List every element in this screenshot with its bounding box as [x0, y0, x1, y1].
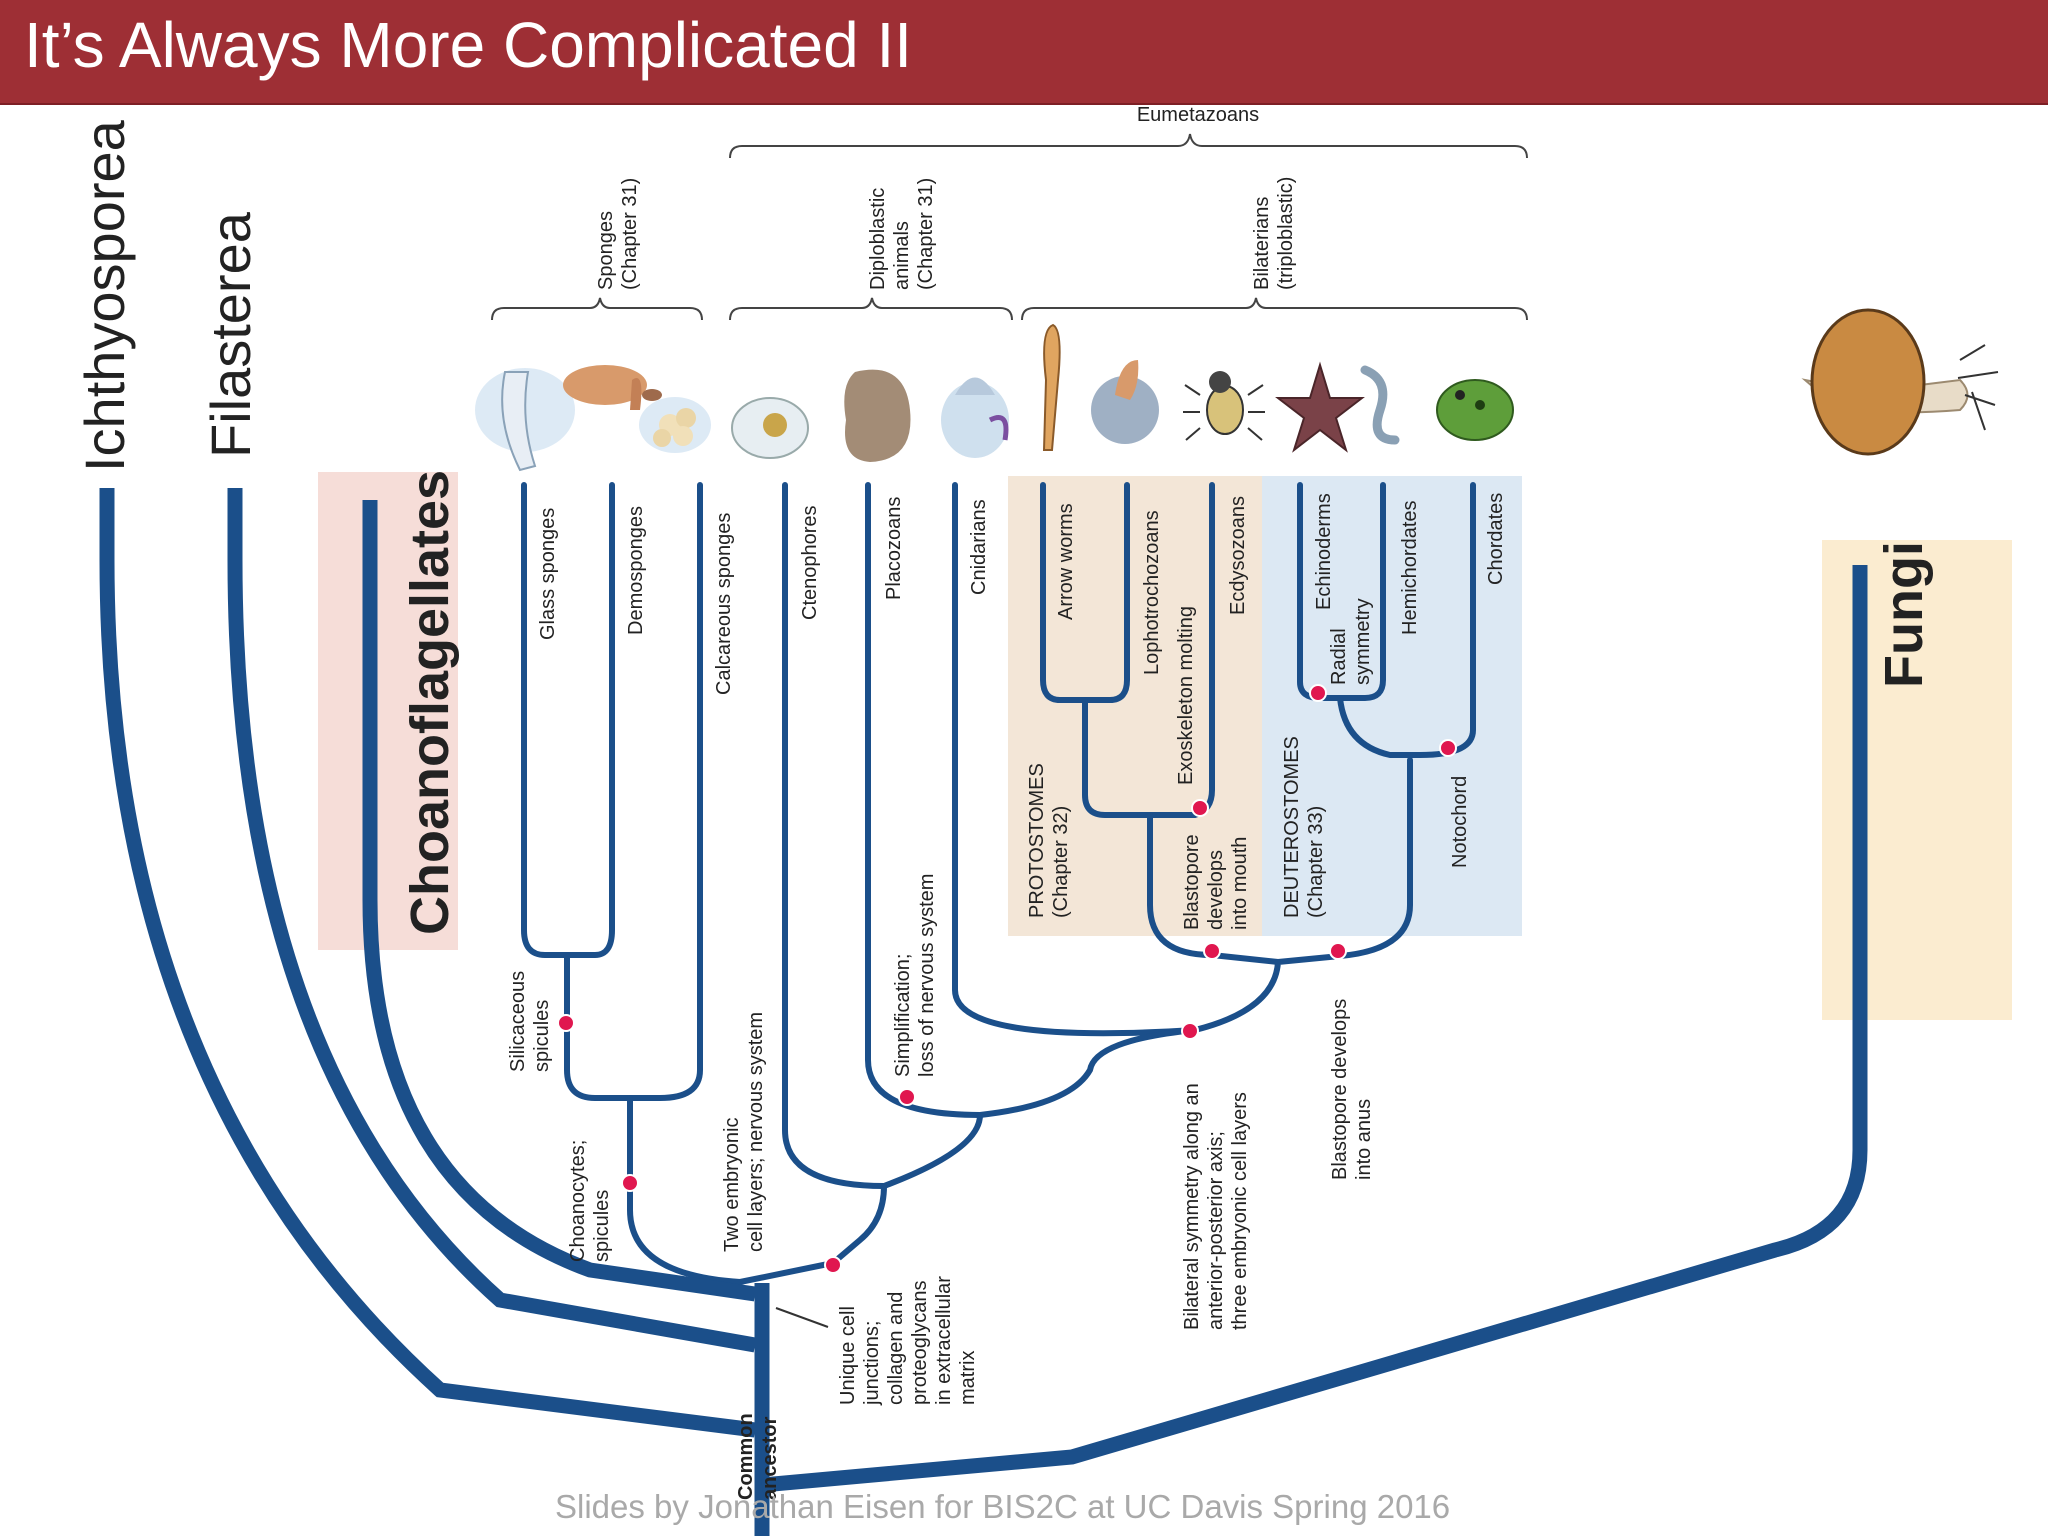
- trait-blastopore-anus-1: Blastopore develops: [1329, 999, 1351, 1180]
- title-bar: It’s Always More Complicated II: [0, 0, 2048, 105]
- diploblastic-chapter: (Chapter 31): [915, 178, 937, 290]
- trait-bilateral-1: Bilateral symmetry along an: [1181, 1083, 1203, 1330]
- choanoflagellates-box: [318, 472, 458, 950]
- dot-silicaceous: [557, 1014, 575, 1032]
- taxon-glass-sponges: Glass sponges: [537, 508, 559, 640]
- dot-two-layers: [824, 1256, 842, 1274]
- trait-choanocytes-2: spicules: [591, 1190, 613, 1262]
- dot-blastopore-anus: [1329, 942, 1347, 960]
- trait-bilateral-2: anterior-posterior axis;: [1205, 1131, 1227, 1330]
- ecdysozoan-icon: [1183, 371, 1265, 441]
- mushroom-icon: [1801, 308, 1999, 456]
- calcareous-sponge-icon: [639, 397, 711, 453]
- trait-blastopore-mouth-2: develops: [1205, 850, 1227, 930]
- protostomes-box: [1008, 476, 1262, 936]
- lophotrochozoan-icon: [1091, 360, 1159, 444]
- organism-illustrations: [475, 308, 1999, 472]
- taxon-demosponges: Demosponges: [625, 506, 647, 635]
- choanoflagellates-label: Choanoflagellates: [400, 470, 460, 935]
- slide-footer: Slides by Jonathan Eisen for BIS2C at UC…: [555, 1488, 1451, 1525]
- taxon-chordates: Chordates: [1485, 493, 1507, 585]
- trait-two-layers-1: Two embryonic: [721, 1118, 743, 1253]
- trait-unique-4: proteoglycans: [909, 1280, 931, 1405]
- trait-unique-1: Unique cell: [837, 1306, 859, 1405]
- hemichordate-icon: [1360, 365, 1400, 445]
- trait-choanocytes-1: Choanocytes;: [567, 1140, 589, 1262]
- filasterea-branch: [227, 488, 757, 1353]
- trait-radial-2: symmetry: [1352, 598, 1374, 685]
- ichthyosporea-branch: [99, 488, 756, 1438]
- taxon-ctenophores: Ctenophores: [799, 505, 821, 620]
- trait-blastopore-mouth-3: into mouth: [1229, 837, 1251, 930]
- common-ancestor-pointer: [775, 1307, 829, 1328]
- diploblastic-animals: animals: [891, 221, 913, 290]
- filasterea-label: Filasterea: [199, 211, 262, 458]
- deuterostomes-box: [1262, 476, 1522, 936]
- trait-simplification-2: loss of nervous system: [916, 874, 938, 1077]
- protostomes-label: PROTOSTOMES: [1026, 763, 1048, 918]
- fungi-branch: [761, 565, 1868, 1493]
- arrow-worm-icon: [1042, 323, 1061, 451]
- trait-notochord: Notochord: [1449, 776, 1471, 868]
- dot-simplification: [898, 1088, 916, 1106]
- taxon-cnidarians: Cnidarians: [968, 499, 990, 595]
- trait-silicaceous-1: Silicaceous: [507, 971, 529, 1072]
- outgroup-branches: [99, 488, 1868, 1536]
- eumetazoans-bracket: [729, 133, 1528, 159]
- taxon-lophotrochozoans: Lophotrochozoans: [1141, 510, 1163, 675]
- trait-unique-5: in extracellular: [933, 1276, 955, 1405]
- taxon-ecdysozoans: Ecdysozoans: [1227, 496, 1249, 615]
- deuterostomes-chapter: (Chapter 33): [1305, 806, 1327, 918]
- sponges-label: Sponges: [595, 211, 617, 290]
- placozoan-icon: [844, 369, 911, 462]
- taxon-placozoans: Placozoans: [883, 497, 905, 600]
- trait-blastopore-anus-2: into anus: [1353, 1099, 1375, 1180]
- choanoflagellates-branch: [362, 500, 757, 1302]
- bilaterians-triploblastic: (triploblastic): [1275, 177, 1297, 290]
- cnidarian-icon: [941, 377, 1009, 458]
- brackets: [491, 133, 1528, 321]
- demosponge-icon: [563, 365, 662, 410]
- taxon-echinoderms: Echinoderms: [1313, 493, 1335, 610]
- diploblastic-bracket: [729, 297, 1013, 321]
- trait-unique-3: collagen and: [885, 1292, 907, 1405]
- trait-dots: [557, 684, 1457, 1274]
- chordate-frog-icon: [1436, 379, 1514, 441]
- taxon-hemichordates: Hemichordates: [1399, 500, 1421, 635]
- dot-choanocytes: [621, 1174, 639, 1192]
- slide-title: It’s Always More Complicated II: [24, 9, 913, 81]
- taxon-calcareous-sponges: Calcareous sponges: [713, 513, 735, 695]
- dot-blastopore-mouth: [1203, 942, 1221, 960]
- trait-bilateral-3: three embryonic cell layers: [1229, 1092, 1251, 1330]
- trait-blastopore-mouth-1: Blastopore: [1181, 834, 1203, 930]
- eumetazoans-label: Eumetazoans: [1137, 104, 1259, 126]
- trait-silicaceous-2: spicules: [531, 1000, 553, 1072]
- echinoderm-icon: [1275, 361, 1365, 453]
- deuterostomes-label: DEUTEROSTOMES: [1281, 736, 1303, 918]
- bilaterians-bracket: [1021, 297, 1528, 321]
- fungi-label: Fungi: [1874, 541, 1934, 688]
- dot-bilateral: [1181, 1022, 1199, 1040]
- dot-notochord: [1439, 739, 1457, 757]
- dot-radial: [1309, 684, 1327, 702]
- trait-simplification-1: Simplification;: [892, 954, 914, 1077]
- sponges-bracket: [491, 297, 703, 321]
- dot-exoskeleton: [1191, 799, 1209, 817]
- common-ancestor-1: Common: [735, 1413, 757, 1500]
- bilaterians-label: Bilaterians: [1251, 197, 1273, 290]
- diploblastic-label: Diploblastic: [867, 188, 889, 290]
- glass-sponge-icon: [475, 368, 575, 472]
- trait-unique-2: junctions;: [861, 1321, 883, 1407]
- ctenophore-icon: [731, 397, 809, 459]
- trait-radial-1: Radial: [1328, 628, 1350, 685]
- trait-two-layers-2: cell layers; nervous system: [745, 1012, 767, 1252]
- sponges-chapter: (Chapter 31): [619, 178, 641, 290]
- trait-exoskeleton: Exoskeleton molting: [1175, 606, 1197, 785]
- trait-unique-6: matrix: [957, 1351, 979, 1405]
- protostomes-chapter: (Chapter 32): [1050, 806, 1072, 918]
- common-ancestor-2: ancestor: [759, 1416, 781, 1500]
- ichthyosporea-label: Ichthyosporea: [73, 119, 136, 472]
- taxon-arrow-worms: Arrow worms: [1055, 503, 1077, 620]
